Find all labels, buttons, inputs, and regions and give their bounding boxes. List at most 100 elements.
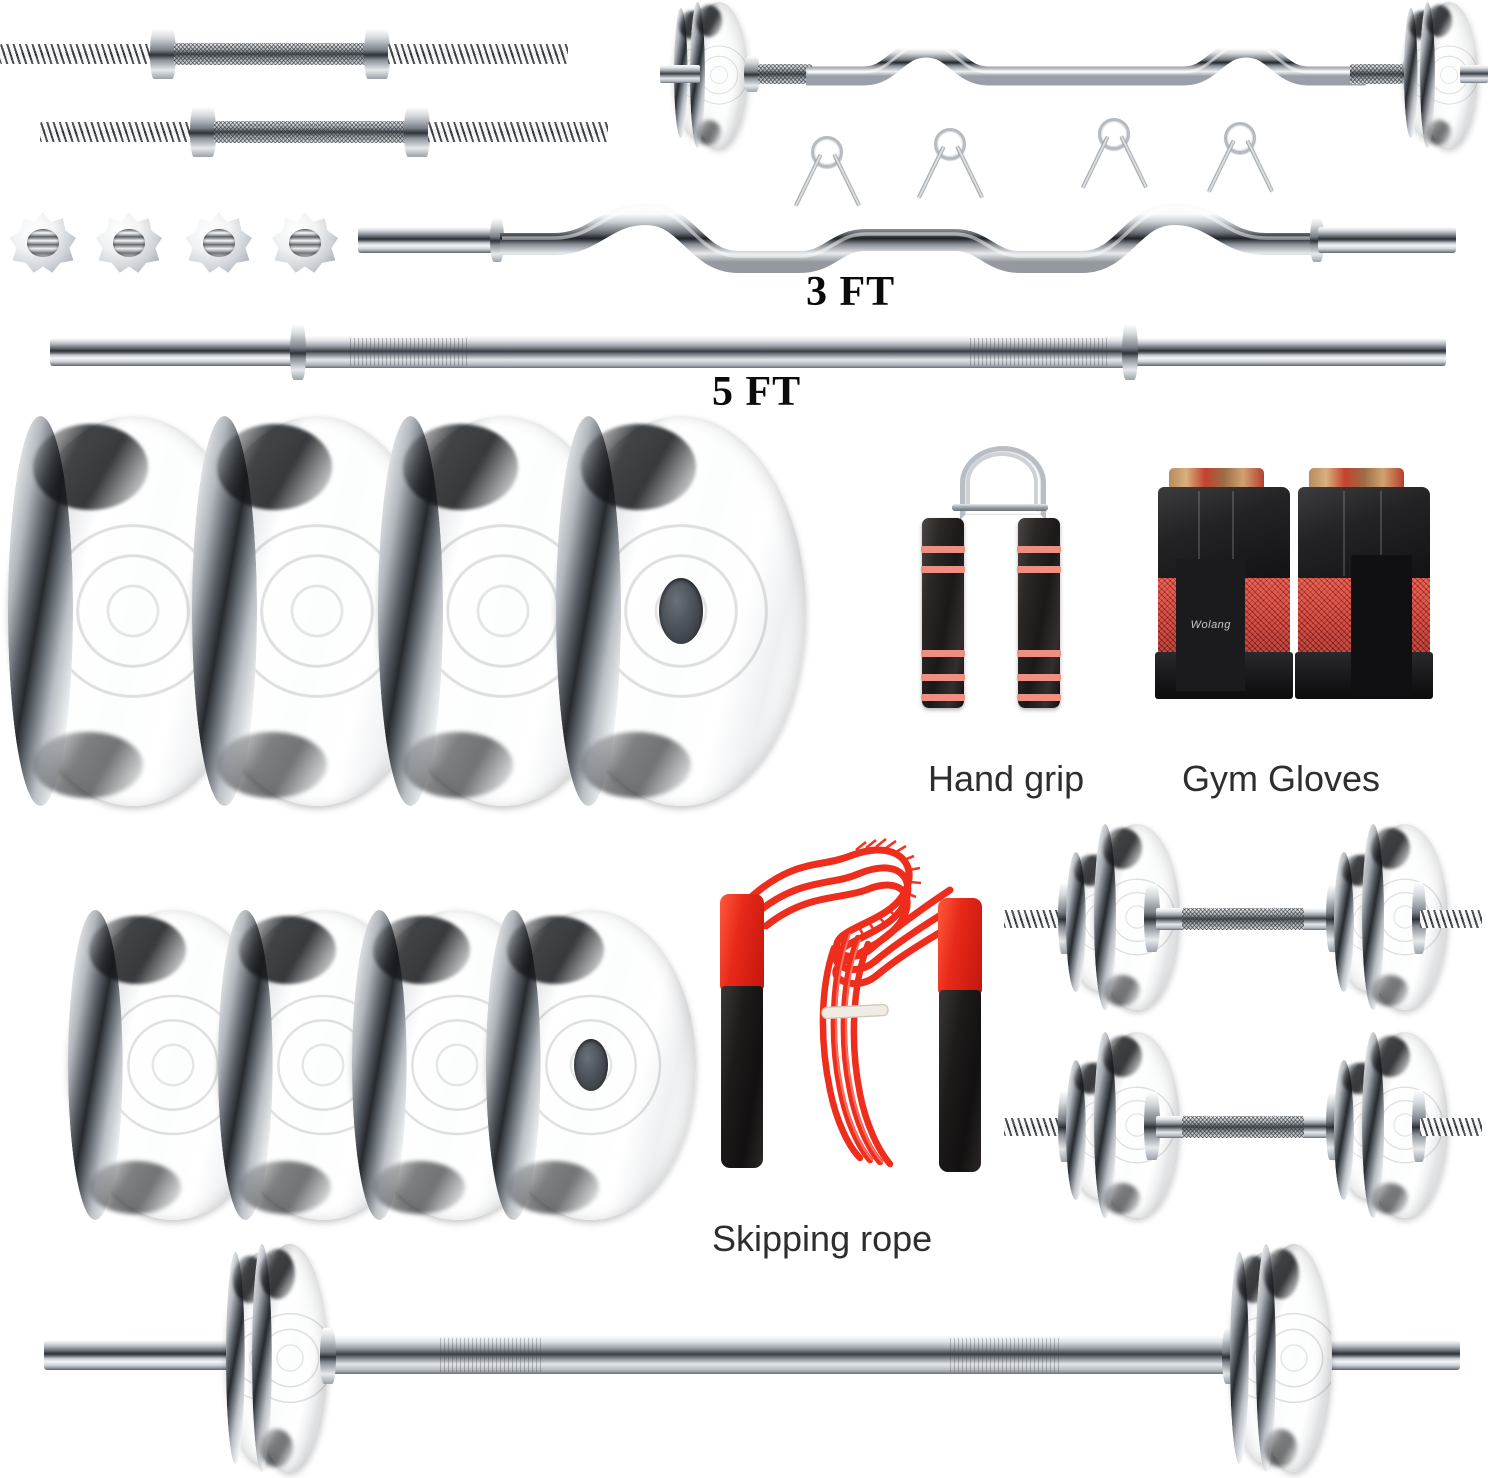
skipping-rope-cord	[746, 837, 958, 1168]
plate-reflection-top	[217, 423, 332, 510]
bar5ft-collar-left	[290, 324, 306, 380]
plate-reflection-bottom	[217, 731, 327, 799]
assembled-dumbbell-2	[1004, 1032, 1482, 1228]
glove-seam	[1342, 491, 1345, 577]
bar5ft-knurl-band-1	[350, 338, 470, 366]
hand-grip-handle-right	[1017, 518, 1061, 708]
handle-stripe	[1017, 674, 1061, 681]
handle-stripe	[921, 546, 965, 553]
handle-foam-grip	[939, 990, 981, 1172]
curlbar-collar-left	[744, 56, 760, 92]
plate-reflection-bottom	[89, 1161, 182, 1214]
hand-grip-crossbar	[952, 504, 1048, 511]
plate-center-hole	[659, 578, 703, 644]
spring-collar-clip-2	[916, 128, 984, 208]
plate-reflection-top	[403, 423, 518, 510]
barbell-midsection	[330, 1336, 1230, 1374]
label-skipping-rope: Skipping rope	[712, 1218, 933, 1259]
skipping-rope	[700, 828, 1010, 1198]
clip-leg-right	[1119, 135, 1148, 189]
spring-collar-clip-1	[793, 136, 861, 216]
hand-grip-spring-coil	[966, 452, 1038, 512]
rod-collar-left	[150, 29, 176, 79]
handle-plastic-top	[720, 894, 764, 990]
starnut-thread-hole	[27, 229, 59, 257]
clip-ring-icon	[1098, 118, 1130, 150]
glove-brand-label: Wolang	[1176, 559, 1246, 691]
plate-reflection-bottom	[373, 1161, 466, 1214]
dumbbell-thread-left	[1004, 910, 1066, 928]
rod-grip	[174, 43, 369, 65]
dumbbell-plate-right-outer	[1362, 1032, 1448, 1218]
curlbar-sleeve-right	[1460, 65, 1488, 83]
curlbar-sleeve-knurl-right	[1350, 64, 1404, 84]
handle-stripe	[1017, 694, 1061, 701]
starnut-thread-hole	[203, 229, 235, 257]
rod-collar-right	[364, 29, 390, 79]
glove-seam	[1231, 491, 1234, 577]
handle-stripe	[921, 566, 965, 573]
plate-reflection-top	[373, 916, 470, 985]
bar5ft-collar-right	[1122, 324, 1138, 380]
bar5ft-midsection	[300, 336, 1130, 368]
star-lock-nut-1	[10, 212, 76, 274]
dumbbell-inner-collar-left	[1144, 884, 1160, 952]
ez-curl-bar-3ft	[358, 196, 1458, 286]
plate-reflection-bottom	[581, 731, 691, 799]
curlbar-ez-shaft	[806, 42, 1366, 86]
plate-reflection-top	[581, 423, 696, 510]
straight-bar-5ft	[50, 316, 1446, 386]
handle-stripe	[921, 694, 965, 701]
dumbbell-rod-2	[40, 96, 635, 166]
rod-collar-right	[404, 107, 430, 157]
hand-grip-spring	[960, 446, 1046, 520]
rod-grip	[214, 121, 409, 143]
plate-reflection-top	[507, 916, 604, 985]
weight-plate-large-4	[556, 416, 806, 806]
handle-stripe	[1017, 546, 1061, 553]
barbell-knurl-band-2	[950, 1338, 1060, 1372]
rod-thread-left	[40, 122, 210, 142]
dumbbell-thread-right	[1420, 1118, 1482, 1136]
curlbar-sleeve-knurl-left	[758, 64, 812, 84]
handle-plastic-top	[938, 898, 982, 994]
label-5ft: 5 FT	[712, 369, 802, 415]
weight-plate-large-1	[8, 416, 258, 806]
star-lock-nut-3	[186, 212, 252, 274]
glove-seam	[1379, 491, 1382, 577]
dumbbell-collar-right	[1412, 882, 1426, 954]
dumbbell-thread-right	[1420, 910, 1482, 928]
curlbar-sleeve-left	[660, 65, 700, 83]
plate-reflection-top	[239, 916, 336, 985]
clip-ring-icon	[934, 128, 966, 160]
curlbar3ft-sleeve-left	[358, 227, 498, 253]
handle-stripe	[1017, 650, 1061, 657]
rod-thread-right	[428, 122, 608, 142]
starnut-thread-hole	[113, 229, 145, 257]
plate-reflection-bottom	[507, 1161, 600, 1214]
plate-center-hole	[574, 1039, 608, 1091]
clip-leg-left	[916, 145, 946, 199]
barbell-knurl-band-1	[440, 1338, 544, 1372]
rod-thread-left	[0, 44, 170, 64]
assembled-dumbbell-1	[1004, 824, 1482, 1020]
curlbar-plate-left-front	[690, 2, 748, 148]
clip-leg-left	[1080, 135, 1110, 189]
handle-stripe	[921, 650, 965, 657]
plate-reflection-top	[33, 423, 148, 510]
clip-leg-left	[1206, 139, 1236, 193]
clip-ring-icon	[811, 136, 843, 168]
rod-thread-right	[388, 44, 568, 64]
plate-reflection-bottom	[403, 731, 513, 799]
plate-reflection-top	[89, 916, 186, 985]
assembled-barbell	[44, 1244, 1460, 1478]
ez-curl-bar-loaded	[660, 2, 1488, 162]
weight-plate-small-4	[486, 910, 696, 1220]
dumbbell-collar-right	[1412, 1090, 1426, 1162]
curlbar3ft-sleeve-right	[1318, 227, 1456, 253]
gym-glove-right	[1295, 467, 1433, 699]
barbell-plate-right-front	[1256, 1244, 1332, 1472]
dumbbell-rod-1	[0, 18, 595, 88]
dumbbell-inner-collar-left	[1144, 1092, 1160, 1160]
gym-glove-left: Wolang	[1155, 467, 1293, 699]
